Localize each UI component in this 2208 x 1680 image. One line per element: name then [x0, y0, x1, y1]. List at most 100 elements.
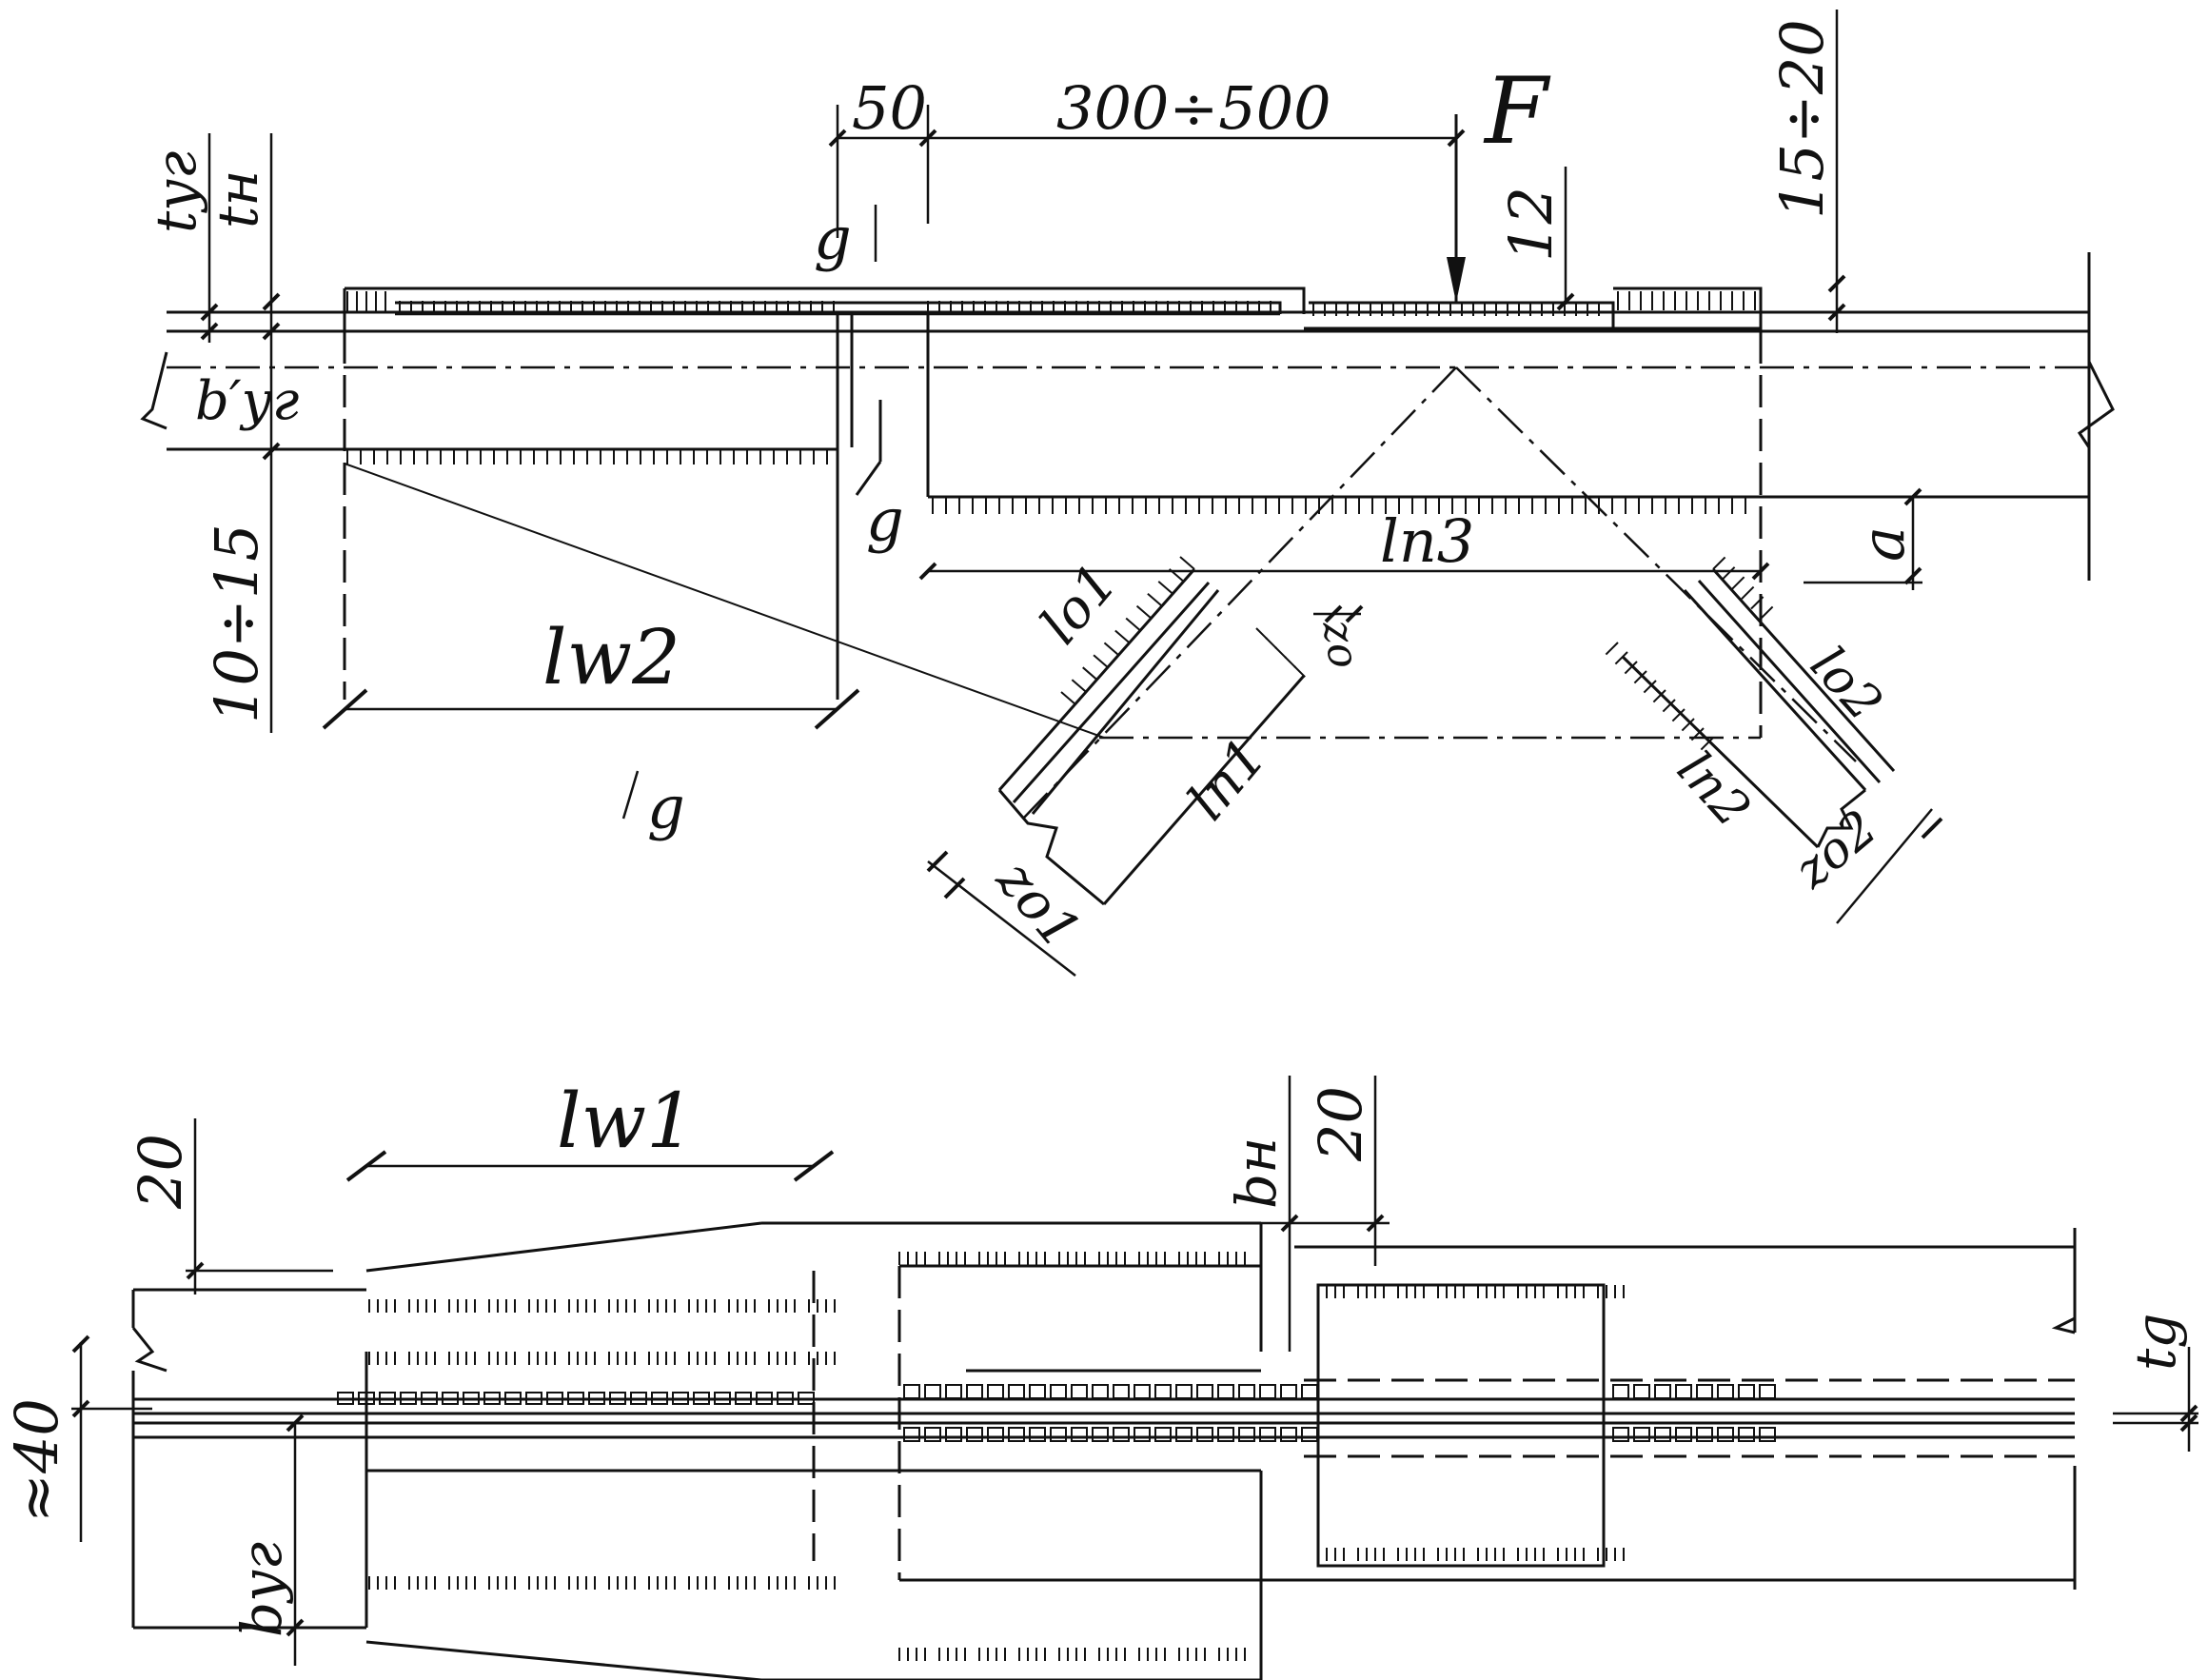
weld-cell: [966, 1427, 983, 1442]
weld-tick: [1255, 627, 1268, 640]
weld-tick: [1662, 699, 1676, 713]
weld-cell: [651, 1392, 668, 1405]
label-t-g: tg: [2123, 1314, 2188, 1371]
weld-cell: [483, 1392, 501, 1405]
weld-cell: [1238, 1427, 1255, 1442]
weld-tick: [1700, 737, 1714, 751]
weld-cell: [1280, 1427, 1297, 1442]
weld-cell: [379, 1392, 396, 1405]
weld-tick: [1168, 568, 1185, 583]
label-l-p3: lп3: [1380, 506, 1474, 576]
weld-cell: [1717, 1384, 1734, 1399]
weld-tick: [1179, 556, 1195, 570]
weld-cell: [1071, 1384, 1088, 1399]
weld-tick: [1293, 665, 1306, 678]
weld-cell: [1092, 1384, 1109, 1399]
weld-tick: [1114, 629, 1131, 644]
weld-cell: [588, 1392, 605, 1405]
weld-cell: [903, 1427, 920, 1442]
weld-cell: [1280, 1384, 1297, 1399]
plan-view: [71, 1076, 2198, 1680]
weld-tick: [1284, 656, 1296, 668]
weld-tick: [1135, 604, 1153, 620]
weld-cell: [1175, 1427, 1193, 1442]
weld-tick: [1690, 727, 1705, 741]
label-b-n: bн: [1224, 1137, 1289, 1209]
weld-cell: [463, 1392, 480, 1405]
weld-tick: [1147, 592, 1163, 607]
label-l-p1: lп1: [1176, 727, 1278, 832]
label-10-15: 10÷15: [202, 524, 271, 723]
weld-cell: [1113, 1427, 1130, 1442]
weld-tick: [1741, 585, 1755, 600]
weld-cell: [1217, 1427, 1234, 1442]
weld-cell: [504, 1392, 522, 1405]
weld-cell: [1759, 1427, 1776, 1442]
weld-tick: [1760, 605, 1774, 620]
weld-cell: [421, 1392, 438, 1405]
weld-tick: [1643, 680, 1657, 694]
label-l-o2: lo2: [1799, 637, 1893, 732]
label-z-o: zo: [1312, 616, 1369, 672]
label-l-o1: lo1: [1029, 552, 1130, 656]
weld-cell: [1113, 1384, 1130, 1399]
weld-cell: [1654, 1427, 1671, 1442]
weld-tick: [1624, 661, 1638, 675]
weld-cell: [1301, 1427, 1318, 1442]
weld-cell: [714, 1392, 731, 1405]
label-12: 12: [1496, 187, 1566, 262]
weld-cell: [1717, 1427, 1734, 1442]
label-z-o1: zo1: [984, 848, 1093, 960]
weld-cell: [630, 1392, 647, 1405]
weld-cell: [1675, 1427, 1692, 1442]
weld-cell: [1050, 1427, 1067, 1442]
weld-cell: [1029, 1384, 1046, 1399]
weld-tick: [1722, 566, 1736, 581]
label-50: 50: [852, 73, 927, 143]
weld-cell: [1675, 1384, 1692, 1399]
weld-cell: [1029, 1427, 1046, 1442]
weld-cell: [1738, 1427, 1755, 1442]
label-b-ug-prime: b′уг: [195, 370, 299, 432]
weld-cell: [1196, 1427, 1213, 1442]
weld-tick: [1082, 666, 1098, 681]
weld-cell: [1612, 1384, 1629, 1399]
weld-cell: [1654, 1384, 1671, 1399]
weld-cell: [1134, 1384, 1151, 1399]
weld-cell: [1696, 1427, 1713, 1442]
weld-ticks: [337, 291, 1776, 1661]
weld-tick: [1157, 581, 1173, 595]
weld-tick: [1633, 670, 1647, 684]
label-b-ug: bуг: [229, 1542, 294, 1637]
label-300-500: 300÷500: [1056, 73, 1331, 143]
weld-cell: [525, 1392, 542, 1405]
weld-tick: [1712, 556, 1726, 570]
weld-cell: [1154, 1427, 1172, 1442]
weld-cell: [966, 1384, 983, 1399]
weld-cell: [337, 1392, 354, 1405]
elevation-view: [140, 10, 2115, 977]
weld-cell: [442, 1392, 459, 1405]
label-20-right: 20: [1306, 1086, 1375, 1162]
weld-cell: [945, 1427, 962, 1442]
weld-tick: [1071, 679, 1088, 693]
weld-cell: [1259, 1384, 1276, 1399]
weld-cell: [693, 1392, 710, 1405]
weld-cell: [987, 1427, 1004, 1442]
weld-tick: [1093, 654, 1109, 669]
weld-cell: [924, 1384, 941, 1399]
weld-cell: [1259, 1427, 1276, 1442]
weld-tick: [1103, 642, 1120, 657]
label-approx-40: ≈40: [2, 1398, 71, 1523]
weld-cell: [903, 1384, 920, 1399]
label-20-left: 20: [126, 1134, 195, 1210]
weld-tick: [1731, 576, 1745, 590]
label-l-w2: lw2: [542, 613, 680, 702]
weld-cell: [1238, 1384, 1255, 1399]
label-g-mid: g: [866, 485, 904, 555]
weld-cell: [1738, 1384, 1755, 1399]
weld-tick: [1060, 691, 1076, 705]
weld-tick: [1750, 596, 1764, 610]
weld-cell: [777, 1392, 794, 1405]
weld-cell: [1633, 1384, 1650, 1399]
